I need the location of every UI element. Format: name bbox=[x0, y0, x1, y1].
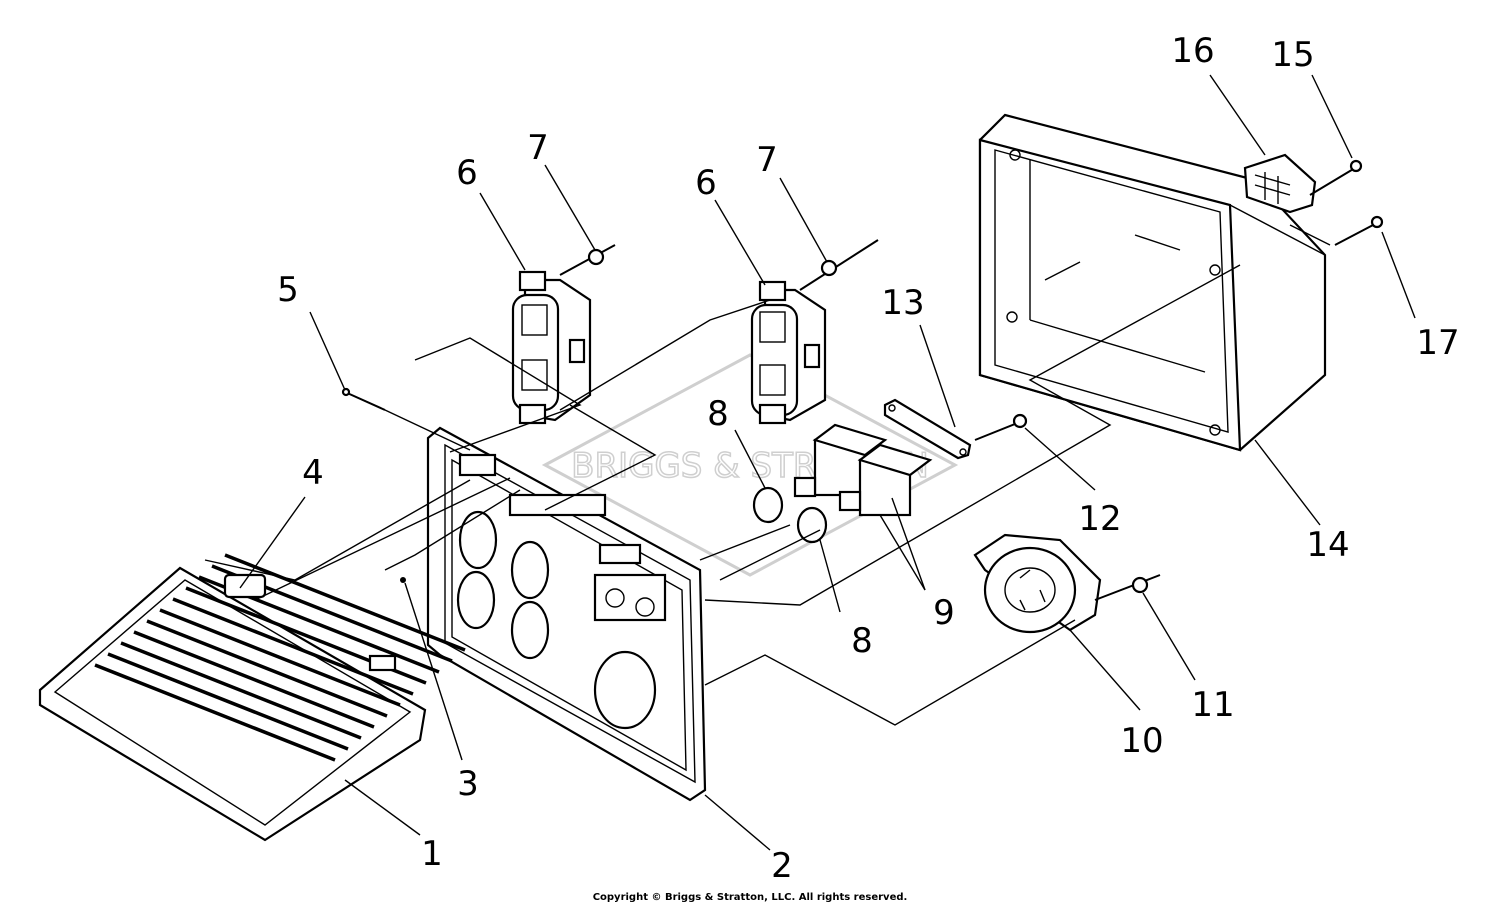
callout-10: 10 bbox=[1120, 721, 1163, 761]
callout-7a: 7 bbox=[527, 128, 549, 168]
flap-rib bbox=[107, 652, 349, 751]
part-cover-flap bbox=[38, 553, 466, 842]
flap-rib bbox=[133, 630, 375, 729]
screw-12 bbox=[974, 413, 1028, 441]
flap-ribs bbox=[94, 553, 466, 762]
flap-rib bbox=[172, 597, 414, 696]
nut-11 bbox=[1094, 574, 1161, 601]
part-13-bracket bbox=[883, 398, 972, 460]
callout-3: 3 bbox=[457, 764, 479, 804]
duplex-outlet-right bbox=[750, 280, 827, 425]
callout-14: 14 bbox=[1306, 525, 1349, 565]
flap-rib bbox=[159, 608, 401, 707]
callout-11: 11 bbox=[1191, 685, 1234, 725]
part-16-block bbox=[1243, 153, 1317, 214]
callout-1: 1 bbox=[421, 834, 443, 874]
nuts-7 bbox=[559, 239, 879, 291]
callout-4: 4 bbox=[302, 453, 324, 493]
ball-3 bbox=[400, 577, 406, 583]
callout-15: 15 bbox=[1271, 35, 1314, 75]
lamps-8 bbox=[752, 486, 828, 544]
flap-rib bbox=[224, 553, 466, 652]
flap-rib bbox=[94, 663, 336, 762]
callout-8a: 8 bbox=[707, 394, 729, 434]
callout-2: 2 bbox=[771, 846, 793, 886]
callout-labels: 1 2 3 4 5 6 6 7 7 8 8 9 10 11 12 13 14 1… bbox=[277, 31, 1459, 886]
pin-5 bbox=[341, 387, 386, 411]
screws-15-17 bbox=[1309, 159, 1384, 246]
callout-13: 13 bbox=[881, 283, 924, 323]
duplex-outlet-left bbox=[511, 270, 592, 425]
callout-6b: 6 bbox=[695, 163, 717, 203]
callout-6a: 6 bbox=[456, 153, 478, 193]
callout-7b: 7 bbox=[756, 140, 778, 180]
flap-rib bbox=[120, 641, 362, 740]
callout-leaders bbox=[239, 74, 1416, 851]
copyright-notice: Copyright © Briggs & Stratton, LLC. All … bbox=[592, 892, 908, 903]
callout-12: 12 bbox=[1078, 499, 1121, 539]
callout-9: 9 bbox=[933, 593, 955, 633]
twist-lock-receptacle bbox=[973, 533, 1102, 634]
callout-8b: 8 bbox=[851, 621, 873, 661]
callout-17: 17 bbox=[1416, 323, 1459, 363]
callout-5: 5 bbox=[277, 270, 299, 310]
callout-16: 16 bbox=[1171, 31, 1214, 71]
part-front-panel bbox=[426, 426, 707, 802]
reference-lines bbox=[204, 224, 1331, 726]
flap-rib bbox=[146, 619, 388, 718]
switches-9 bbox=[793, 423, 933, 517]
